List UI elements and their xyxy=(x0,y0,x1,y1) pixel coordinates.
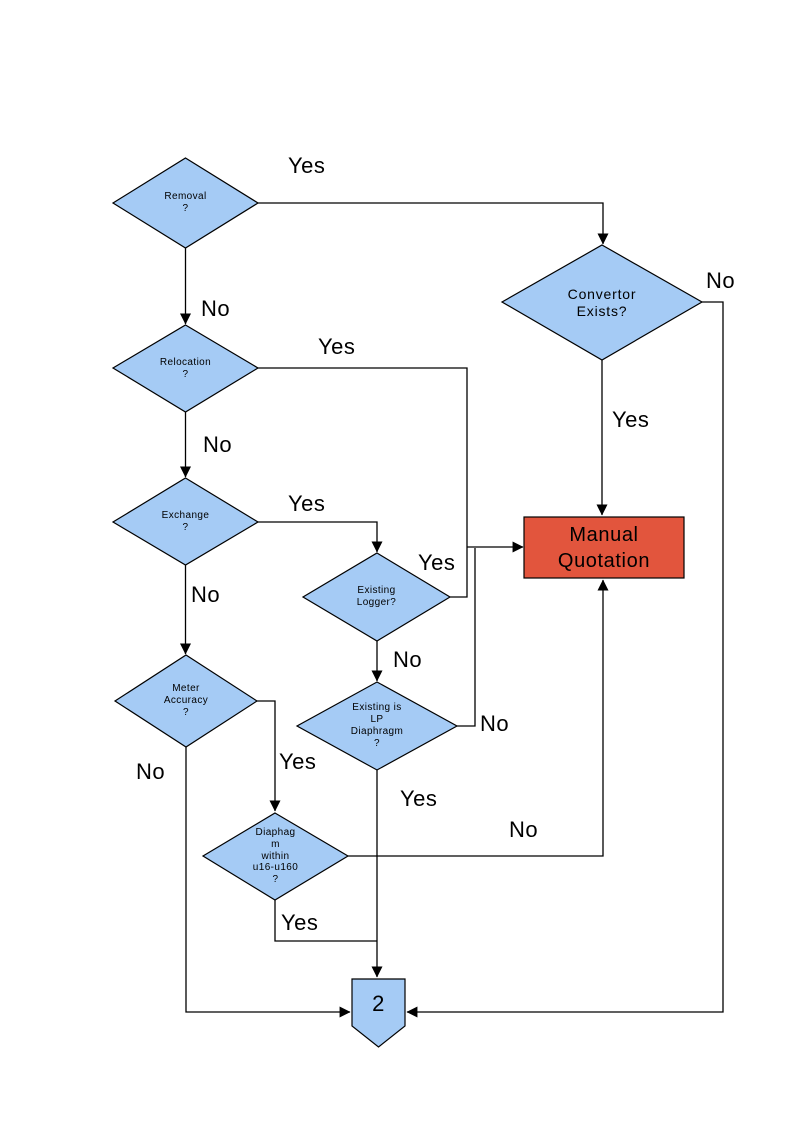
edge-lp-no xyxy=(457,548,476,727)
edge-diaphragm-yes xyxy=(274,900,377,942)
node-offpage-connector-shape xyxy=(351,978,406,1048)
edge-meter-no xyxy=(185,747,351,1018)
node-relocation-diamond xyxy=(111,324,260,413)
node-manual-quotation-box xyxy=(523,516,685,579)
node-removal-diamond xyxy=(111,157,260,249)
edge-convertor-no xyxy=(406,301,724,1018)
node-existing-logger-diamond xyxy=(301,552,452,642)
node-meter-accuracy-diamond xyxy=(113,654,259,748)
flowchart-edges xyxy=(180,202,724,1018)
edge-logger-yes xyxy=(450,547,468,598)
edge-exchange-yes xyxy=(258,521,383,553)
node-diaphragm-range-diamond xyxy=(201,812,350,901)
edge-diaphragm-no xyxy=(348,579,609,857)
node-existing-lp-diaphragm-diamond xyxy=(295,681,459,771)
edge-removal-yes xyxy=(258,202,609,245)
edge-relocation-yes xyxy=(258,367,468,547)
edge-meter-yes xyxy=(257,700,281,812)
node-convertor-exists-diamond xyxy=(500,244,704,361)
node-exchange-diamond xyxy=(111,477,260,566)
